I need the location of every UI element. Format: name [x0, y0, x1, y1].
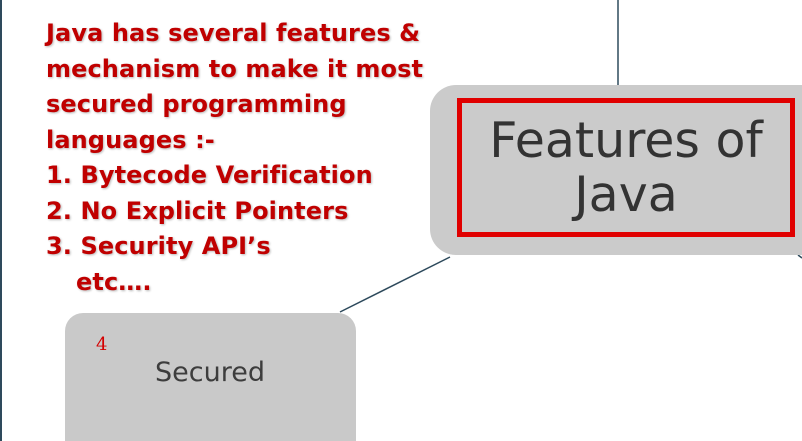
feature-number: 4	[96, 334, 108, 355]
security-note: Java has several features & mechanism to…	[46, 16, 446, 300]
feature-node-secured: 4 Secured	[65, 313, 356, 441]
connector-right	[797, 254, 802, 259]
note-item-security-apis: 3. Security API’s	[46, 232, 271, 260]
note-item-bytecode-verification: 1. Bytecode Verification	[46, 161, 373, 189]
note-line: mechanism to make it most	[46, 54, 424, 83]
note-line: Java has several features &	[46, 19, 421, 47]
left-border-line	[0, 0, 2, 441]
connector-to-secured	[339, 256, 451, 313]
note-line: secured programming	[46, 90, 347, 118]
central-node-title-line-1: Features of	[489, 111, 763, 169]
note-etc: etc….	[76, 267, 152, 296]
note-item-no-explicit-pointers: 2. No Explicit Pointers	[46, 196, 349, 225]
central-node	[430, 85, 802, 255]
feature-label: Secured	[155, 357, 265, 388]
note-line: languages :-	[46, 125, 215, 154]
central-node-title-line-2: Java	[574, 165, 678, 223]
central-node-highlight: Features of Java	[457, 98, 795, 237]
